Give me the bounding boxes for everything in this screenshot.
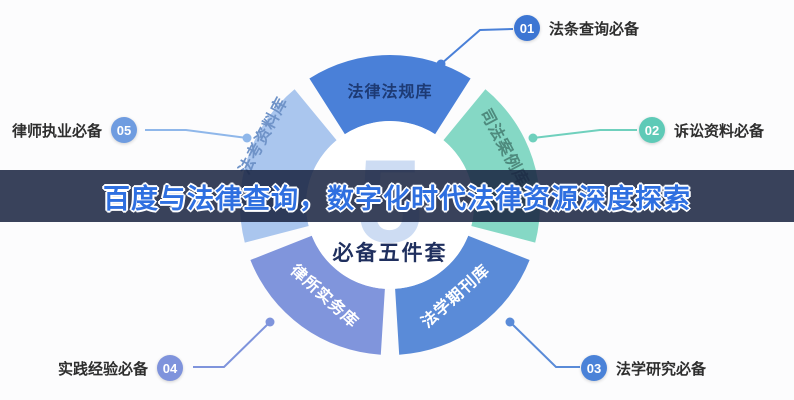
callout-04: 实践经验必备 04 bbox=[58, 355, 184, 381]
callout-label-03: 法学研究必备 bbox=[616, 360, 707, 378]
center-label: 必备五件套 bbox=[333, 241, 448, 265]
callout-label-04: 实践经验必备 bbox=[58, 360, 149, 378]
callout-badge-02: 02 bbox=[639, 117, 665, 143]
callout-label-05: 律师执业必备 bbox=[12, 122, 103, 140]
connector-dots bbox=[242, 59, 538, 327]
connector-line-03 bbox=[509, 321, 580, 368]
segment-laws bbox=[309, 55, 471, 135]
title-banner: 百度与法律查询，数字化时代法律资源深度探索 bbox=[0, 170, 794, 222]
callout-03: 03 法学研究必备 bbox=[581, 355, 706, 381]
connector-lines bbox=[145, 28, 637, 368]
callout-02: 02 诉讼资料必备 bbox=[639, 117, 764, 143]
connector-dot-05 bbox=[242, 133, 252, 143]
segment-firm-practice bbox=[250, 235, 385, 355]
connector-line-04 bbox=[193, 321, 271, 368]
callout-badge-03: 03 bbox=[581, 355, 607, 381]
callout-badge-01: 01 bbox=[514, 15, 540, 41]
callout-05: 律师执业必备 05 bbox=[12, 117, 138, 143]
callout-label-01: 法条查询必备 bbox=[549, 20, 640, 38]
connector-dot-04 bbox=[265, 317, 275, 327]
connector-line-02 bbox=[532, 129, 637, 139]
callout-badge-04: 04 bbox=[157, 355, 184, 381]
banner-title: 百度与法律查询，数字化时代法律资源深度探索 bbox=[103, 183, 691, 214]
segment-label-laws: 法律法规库 bbox=[347, 82, 432, 101]
connector-dot-03 bbox=[505, 317, 515, 327]
connector-dot-01 bbox=[436, 59, 446, 69]
callout-label-02: 诉讼资料必备 bbox=[674, 122, 765, 140]
segment-journals bbox=[395, 235, 530, 355]
connector-dot-02 bbox=[528, 133, 538, 143]
connector-line-01 bbox=[440, 28, 514, 65]
connector-line-05 bbox=[145, 129, 248, 139]
callout-01: 01 法条查询必备 bbox=[514, 15, 639, 41]
callout-badge-05: 05 bbox=[111, 117, 138, 143]
